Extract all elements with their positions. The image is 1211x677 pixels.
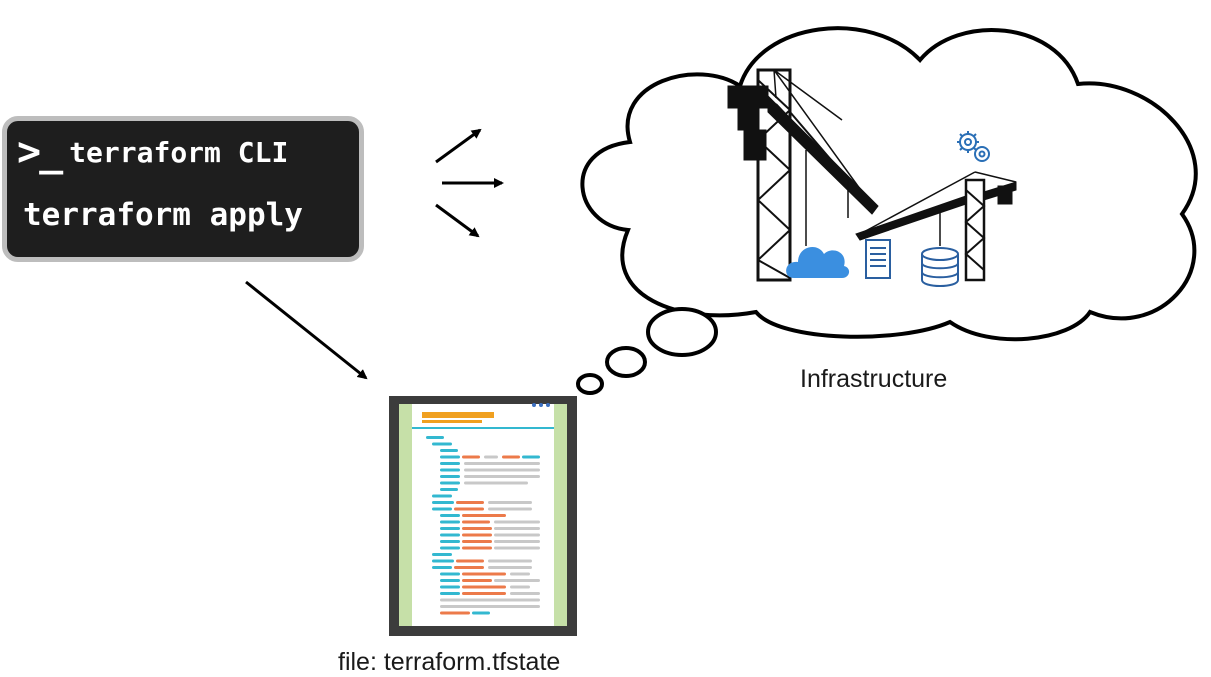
code-line-segment	[440, 449, 458, 452]
arrow-to-state-file	[245, 280, 368, 380]
code-line-segment	[462, 520, 490, 524]
code-line-segment	[440, 520, 460, 524]
code-line-segment	[494, 533, 540, 537]
infrastructure-label: Infrastructure	[800, 365, 948, 393]
code-line-segment	[464, 462, 540, 465]
code-line-segment	[464, 475, 540, 478]
server-icon	[865, 239, 891, 279]
arrow-down-right	[435, 203, 480, 238]
arrow-up-right	[435, 128, 482, 164]
code-line-segment	[440, 605, 540, 608]
code-line-segment	[432, 494, 452, 498]
code-line-segment	[462, 572, 506, 576]
code-line-segment	[440, 488, 458, 491]
code-line-segment	[494, 546, 540, 550]
code-line-segment	[440, 533, 460, 537]
code-line-segment	[462, 585, 506, 589]
code-line-segment	[464, 468, 540, 472]
code-line-segment	[454, 507, 484, 511]
construction-crane-icon	[727, 68, 879, 282]
code-line-segment	[440, 514, 460, 517]
code-line-segment	[440, 592, 460, 595]
code-line-segment	[432, 442, 452, 446]
code-line-segment	[432, 507, 452, 511]
code-line-segment	[488, 559, 532, 563]
code-line-segment	[522, 455, 540, 459]
code-line-segment	[426, 436, 444, 439]
code-line-segment	[440, 462, 460, 465]
code-line-segment	[432, 559, 454, 563]
code-line-segment	[432, 566, 452, 569]
code-line-segment	[488, 501, 532, 504]
code-line-segment	[440, 546, 460, 550]
code-line-segment	[462, 527, 492, 530]
cloud-icon	[786, 247, 850, 278]
code-line-segment	[472, 611, 490, 615]
state-file-document-icon	[389, 396, 577, 636]
thought-bubble-small	[576, 373, 604, 395]
code-line-segment	[440, 585, 460, 589]
code-line-segment	[440, 475, 460, 478]
state-file-label: file: terraform.tfstate	[338, 648, 561, 676]
code-line-segment	[454, 566, 484, 569]
code-line-segment	[440, 579, 460, 582]
terminal-title: terraform CLI	[69, 135, 289, 169]
code-line-segment	[510, 592, 540, 595]
code-line-segment	[462, 540, 492, 543]
code-line-segment	[494, 527, 540, 530]
code-line-segment	[462, 592, 506, 595]
code-line-segment	[440, 481, 460, 485]
code-line-segment	[494, 540, 540, 543]
code-line-segment	[510, 585, 530, 589]
thought-bubble-large	[646, 307, 718, 357]
terminal-prompt-icon: >_	[17, 129, 63, 175]
code-line-segment	[488, 566, 532, 569]
code-line-segment	[462, 455, 480, 459]
code-line-segment	[456, 559, 484, 563]
code-line-segment	[440, 455, 460, 459]
gears-icon	[957, 131, 990, 162]
code-line-segment	[440, 527, 460, 530]
code-line-segment	[432, 501, 454, 504]
code-line-segment	[464, 481, 528, 485]
code-line-segment	[502, 455, 520, 459]
code-line-segment	[440, 611, 470, 615]
code-line-segment	[456, 501, 484, 504]
code-line-segment	[462, 546, 492, 550]
code-line-segment	[462, 579, 492, 582]
code-line-segment	[462, 533, 492, 537]
code-line-segment	[494, 579, 540, 582]
code-line-segment	[432, 553, 452, 556]
terminal-command: terraform apply	[23, 197, 303, 233]
code-line-segment	[440, 540, 460, 543]
thought-bubble-medium	[605, 346, 647, 378]
thought-cloud	[576, 26, 1198, 395]
construction-crane-icon-small	[855, 171, 1017, 282]
code-line-segment	[510, 572, 530, 576]
code-line-segment	[440, 598, 540, 602]
code-line-segment	[488, 507, 532, 511]
code-line-segment	[440, 468, 460, 472]
code-line-segment	[484, 455, 498, 459]
code-line-segment	[462, 514, 506, 517]
code-line-segment	[494, 520, 540, 524]
code-line-segment	[440, 572, 460, 576]
database-icon	[921, 247, 959, 287]
terraform-cli-terminal: >_terraform CLI terraform apply	[2, 116, 364, 262]
